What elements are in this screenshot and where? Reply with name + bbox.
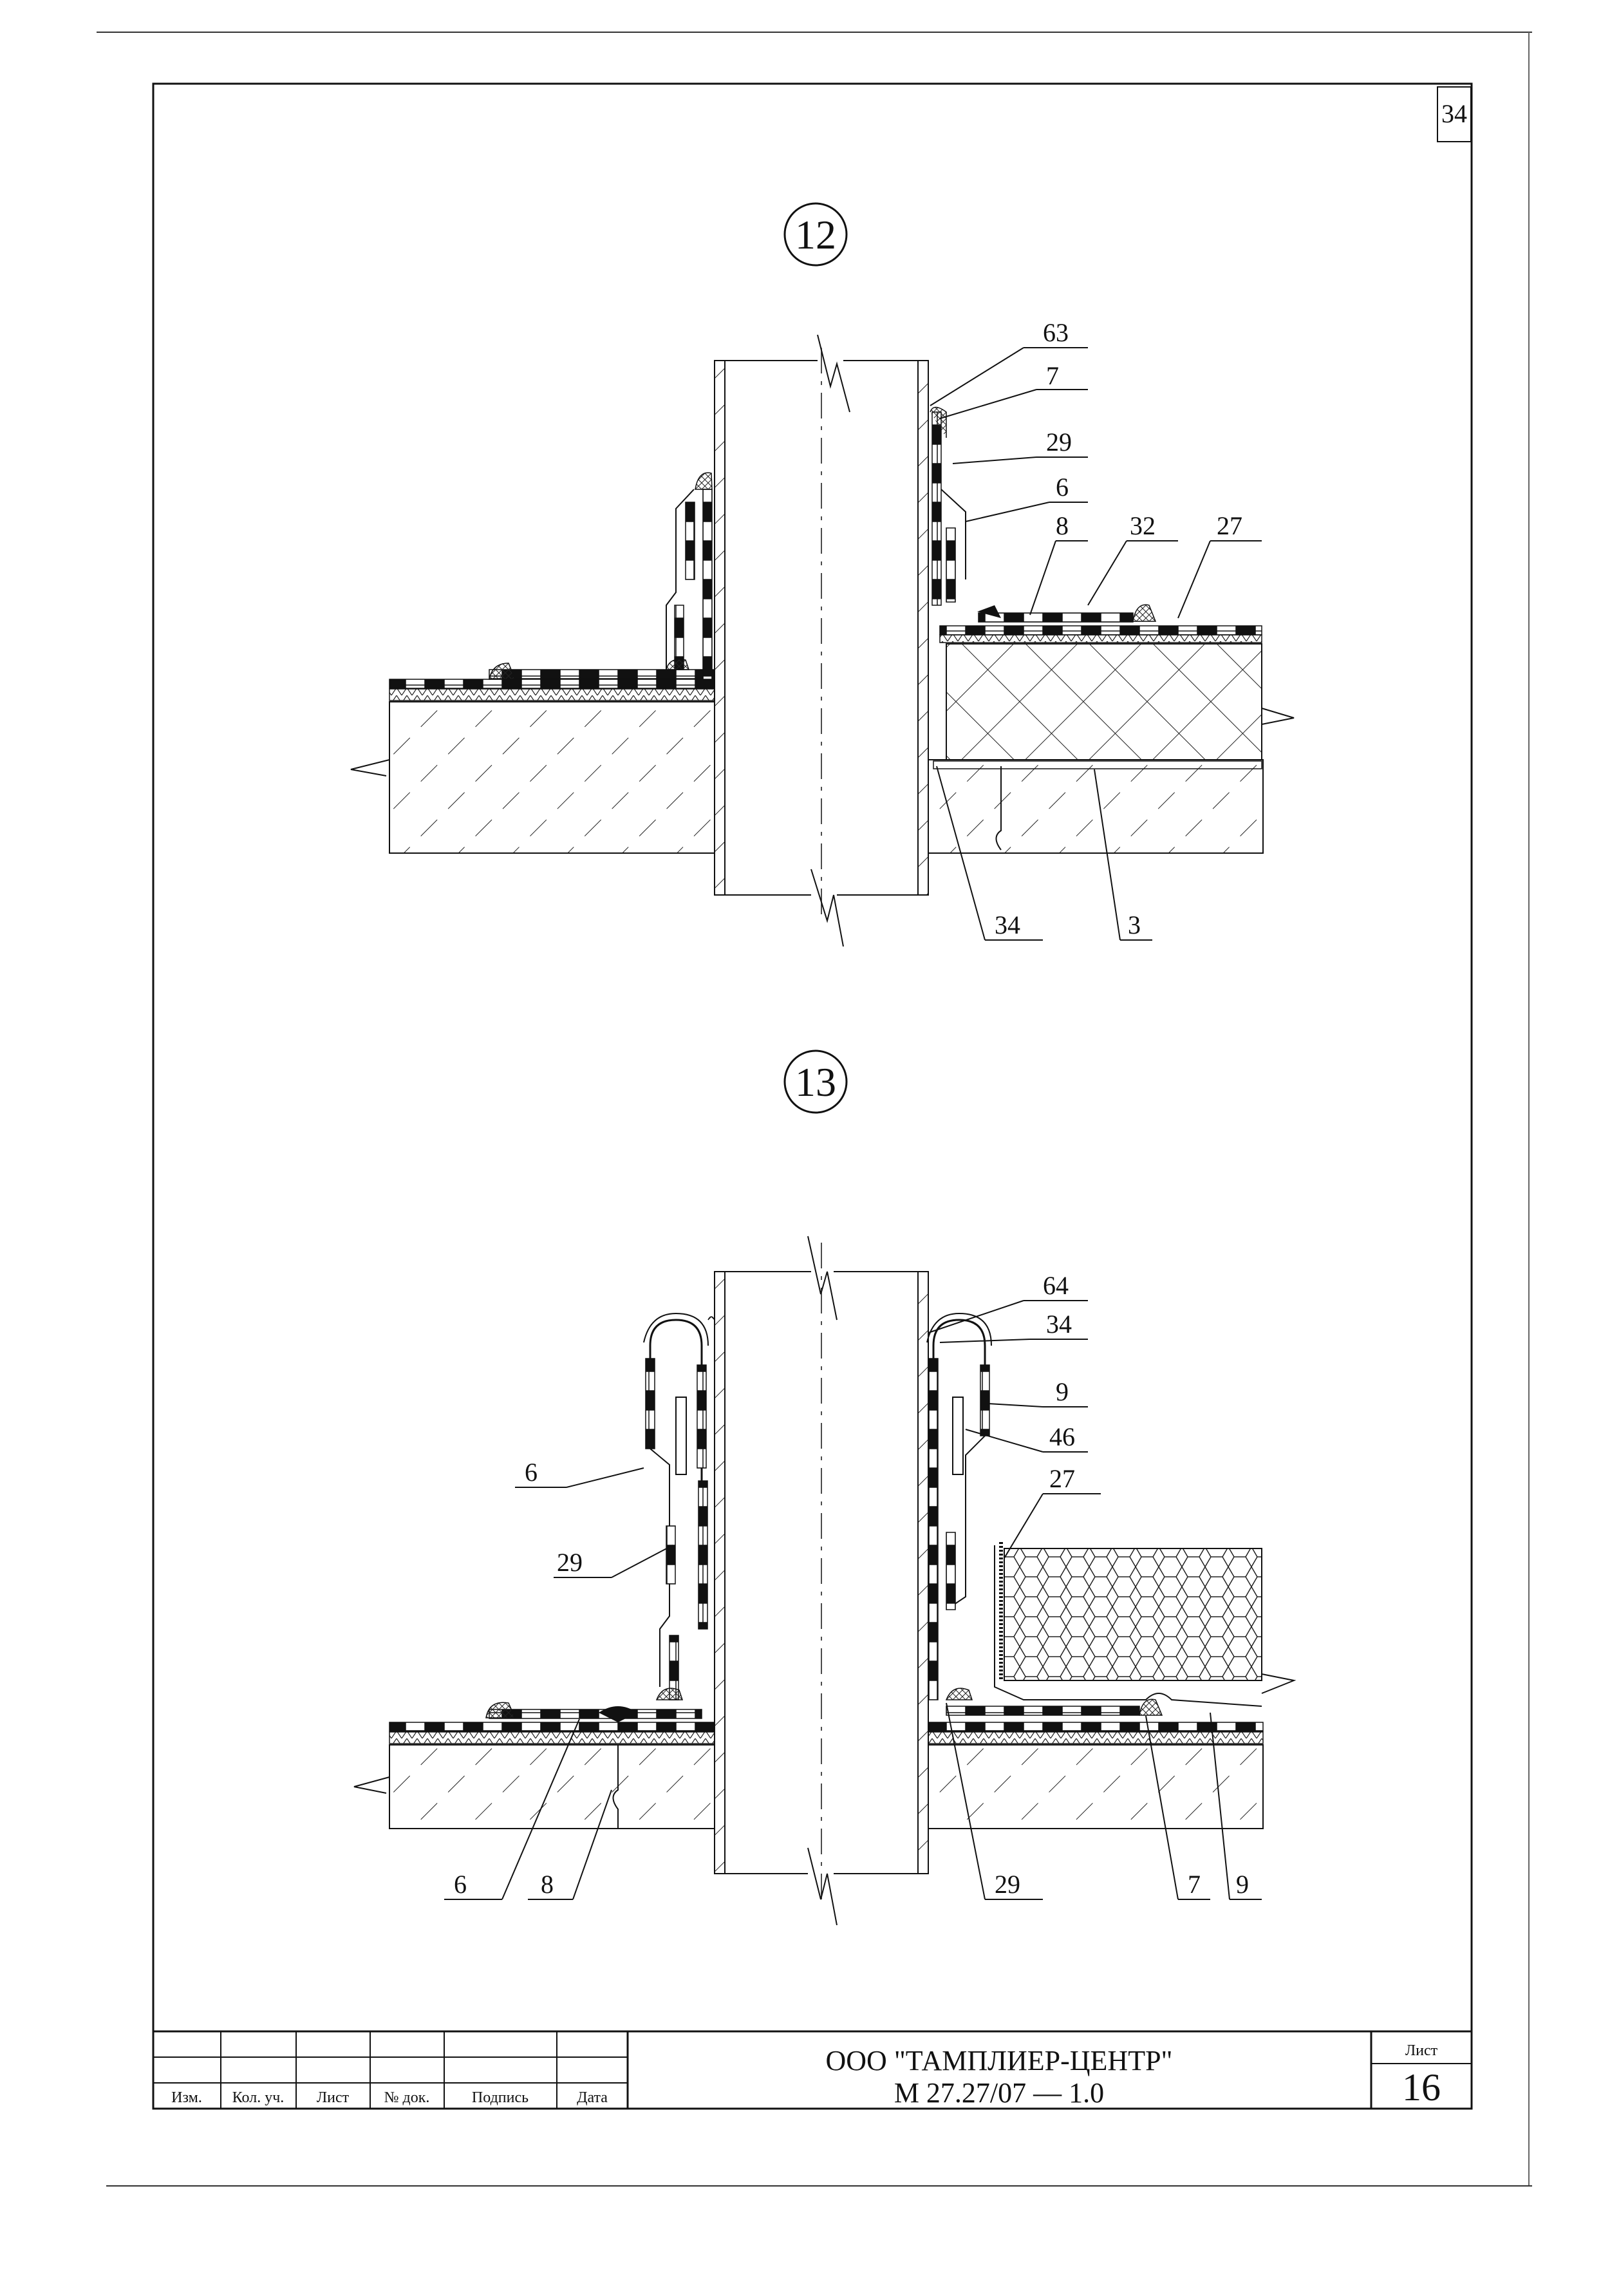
detail-12-label-8: 8 — [1056, 511, 1069, 540]
insulation-block-32 — [946, 643, 1262, 760]
detail-13-label-29-left: 29 — [557, 1548, 583, 1577]
detail-13: 13 — [353, 1049, 1296, 1926]
detail-13-label-34: 34 — [1046, 1310, 1072, 1339]
col-kol-uch: Кол. уч. — [232, 2089, 285, 2106]
col-list: Лист — [317, 2089, 350, 2106]
corner-sheet-number-box: 34 — [1437, 86, 1472, 142]
col-date: Дата — [577, 2089, 608, 2106]
document-code: М 27.27/07 — 1.0 — [894, 2077, 1104, 2109]
corner-sheet-number: 34 — [1441, 99, 1467, 128]
pipe-wall-right — [917, 360, 929, 896]
detail-12-number: 12 — [795, 212, 836, 258]
detail-12-label-29: 29 — [1046, 428, 1072, 456]
detail-13-label-46: 46 — [1049, 1422, 1075, 1451]
detail-13-leaders — [444, 1300, 1262, 1900]
detail-13-label-9-lower: 9 — [1236, 1870, 1249, 1899]
organization-name: ООО "ТАМПЛИЕР-ЦЕНТР" — [826, 2045, 1173, 2076]
page-frame — [97, 32, 1532, 2187]
detail-12-leaders — [930, 347, 1262, 941]
detail-13-label-64: 64 — [1043, 1271, 1069, 1300]
detail-13-label-9: 9 — [1056, 1377, 1069, 1406]
col-izm: Изм. — [171, 2089, 202, 2106]
detail-12-label-6: 6 — [1056, 473, 1069, 502]
detail-12-label-34: 34 — [995, 910, 1020, 939]
detail-12-label-63: 63 — [1043, 318, 1069, 347]
sheet-number: 16 — [1402, 2066, 1441, 2109]
detail-13-label-6-upper: 6 — [525, 1458, 538, 1487]
pipe-wall-left-13 — [714, 1271, 725, 1874]
detail-13-marker — [783, 1049, 848, 1114]
concrete-slab-left — [389, 701, 715, 854]
detail-12-label-27: 27 — [1217, 511, 1242, 540]
col-signature: Подпись — [472, 2089, 529, 2106]
col-doc-no: № док. — [384, 2089, 430, 2106]
detail-12-marker — [783, 202, 848, 267]
detail-13-label-8: 8 — [541, 1870, 554, 1899]
pipe-wall-right-13 — [917, 1271, 929, 1874]
sheet-label: Лист — [1405, 2042, 1438, 2059]
detail-13-number: 13 — [795, 1059, 836, 1105]
detail-13-label-7: 7 — [1188, 1870, 1201, 1899]
detail-12-label-32: 32 — [1130, 511, 1156, 540]
detail-13-label-29-right: 29 — [995, 1870, 1020, 1899]
title-block: Изм. Кол. уч. Лист № док. Подпись Дата О… — [152, 2030, 1473, 2110]
detail-13-label-6-lower: 6 — [454, 1870, 467, 1899]
detail-12-label-7: 7 — [1046, 361, 1059, 390]
detail-13-label-27: 27 — [1049, 1464, 1075, 1493]
detail-12: 12 — [350, 202, 1295, 947]
insulation-block-hex — [1004, 1548, 1262, 1681]
pipe-wall-left — [714, 360, 725, 896]
detail-12-label-3: 3 — [1128, 910, 1141, 939]
